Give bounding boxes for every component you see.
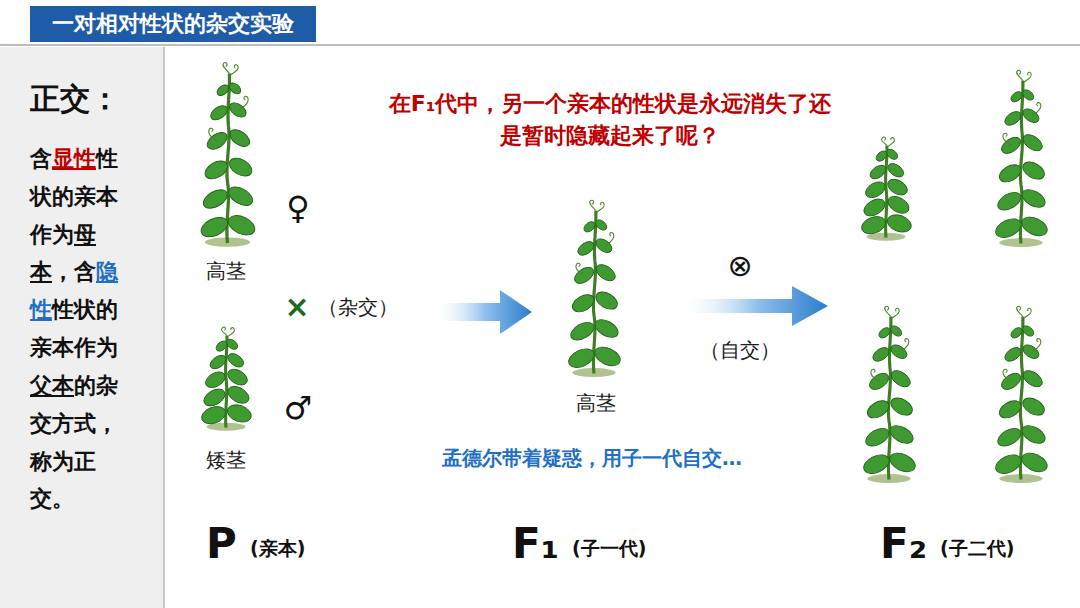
male-symbol: ♂ bbox=[284, 385, 313, 431]
plant-label: 矮茎 bbox=[206, 446, 246, 475]
selfing-arrow bbox=[686, 286, 828, 326]
selfing-label: （自交） bbox=[700, 336, 780, 365]
tall-plant bbox=[198, 63, 258, 247]
cross-label: （杂交） bbox=[318, 293, 398, 322]
definition-panel: 正交： 含显性性状的亲本作为母本，含隐性性状的亲本作为父本的杂交方式，称为正交。 bbox=[0, 47, 165, 608]
cross-symbol: × bbox=[284, 285, 309, 329]
tall-plant bbox=[993, 70, 1050, 247]
title-band: 一对相对性状的杂交实验 bbox=[30, 6, 316, 42]
question-text: 在F₁代中，另一个亲本的性状是永远消失了还是暂时隐藏起来了呢？ bbox=[385, 88, 835, 152]
tall-plant bbox=[566, 200, 623, 377]
plant-label: 高茎 bbox=[576, 389, 616, 418]
generation-name: (子二代) bbox=[940, 535, 1014, 563]
generation-name: (亲本) bbox=[250, 535, 305, 563]
female-symbol: ♀ bbox=[286, 185, 309, 231]
tall-plant bbox=[993, 306, 1050, 483]
generation-symbol: P bbox=[206, 514, 237, 575]
generation-name: (子一代) bbox=[572, 535, 646, 563]
tall-plant bbox=[861, 306, 918, 483]
generation-symbol: F₁ bbox=[512, 514, 559, 575]
header-rule bbox=[0, 44, 1080, 46]
note-text: 孟德尔带着疑惑，用子一代自交… bbox=[442, 444, 742, 473]
panel-heading: 正交： bbox=[30, 79, 163, 120]
plant-label: 高茎 bbox=[206, 257, 246, 286]
generation-symbol: F₂ bbox=[880, 514, 927, 575]
cross-arrow bbox=[438, 290, 532, 334]
selfing-symbol: ⊗ bbox=[727, 244, 752, 288]
short-plant bbox=[199, 327, 253, 431]
panel-body: 含显性性状的亲本作为母本，含隐性性状的亲本作为父本的杂交方式，称为正交。 bbox=[30, 140, 131, 518]
short-plant bbox=[859, 137, 913, 241]
